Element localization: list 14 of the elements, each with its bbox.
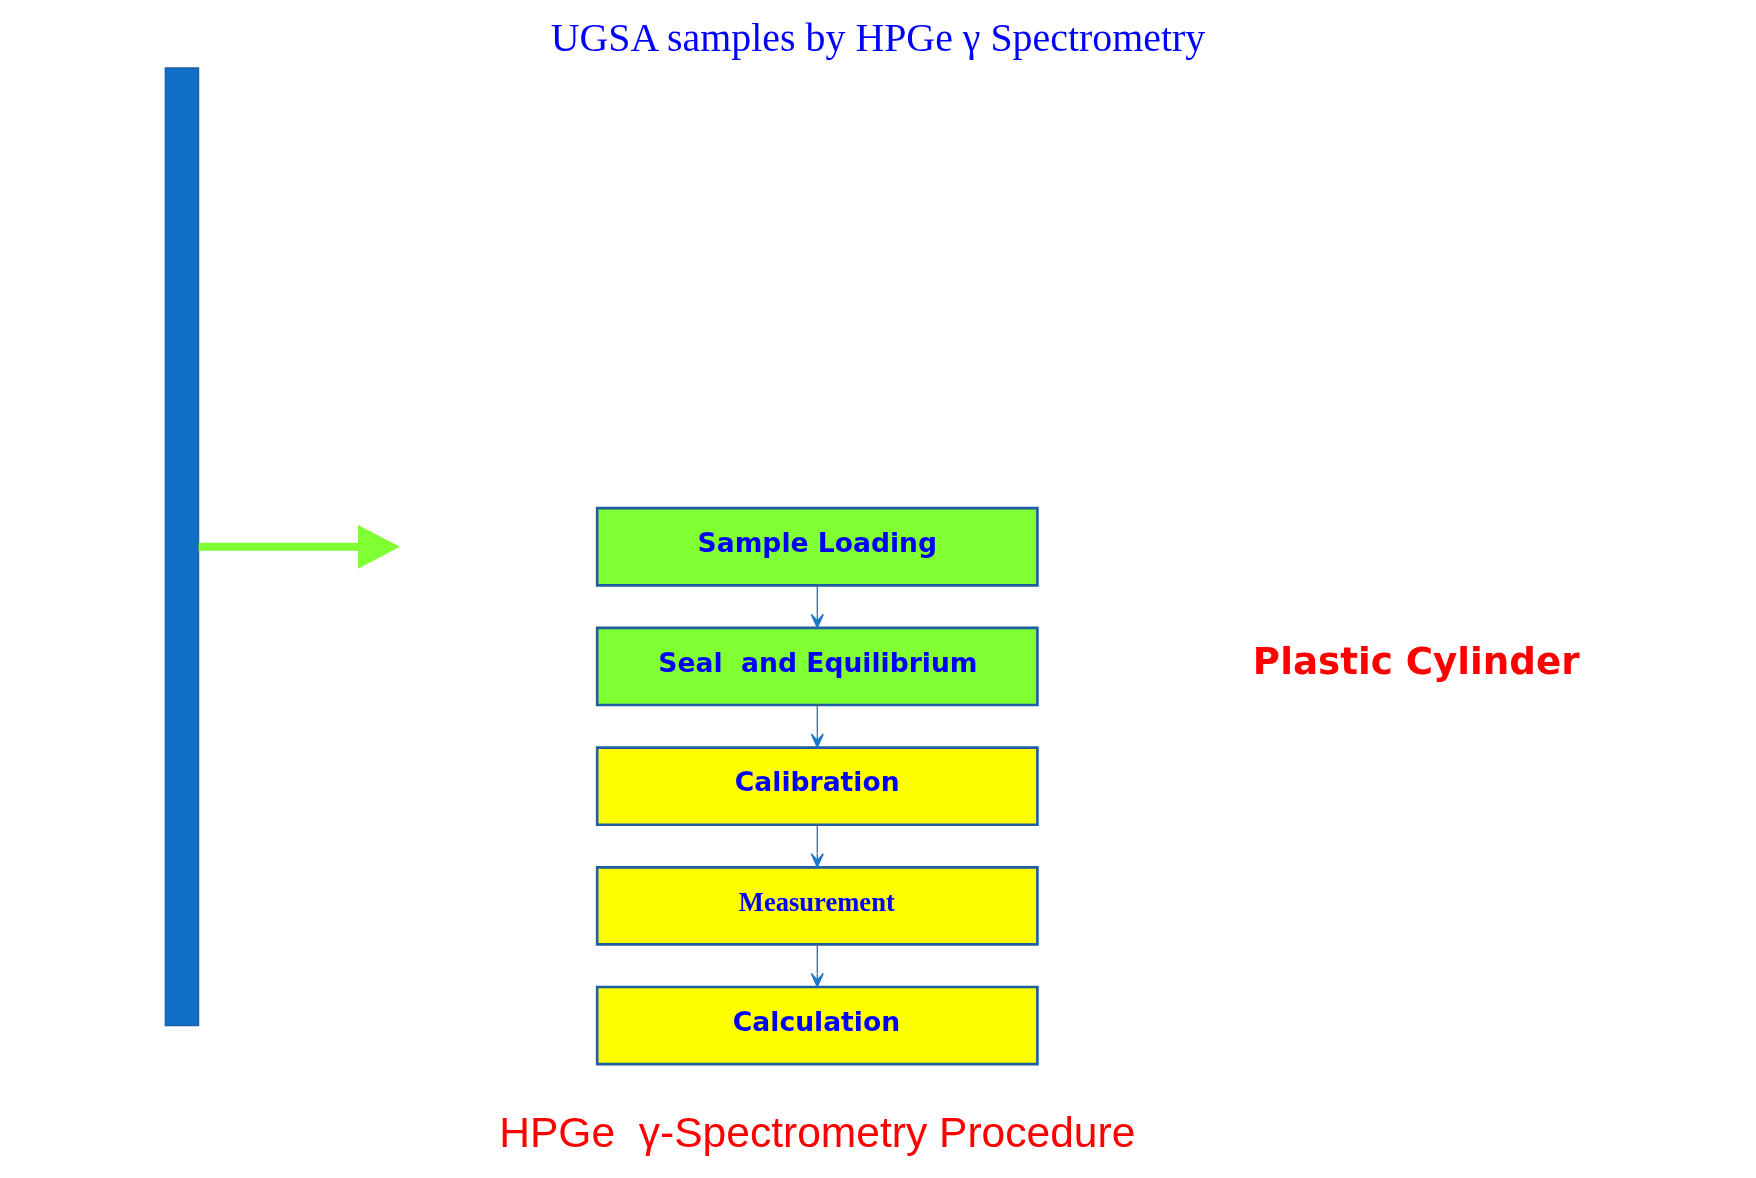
node-box: Calibration: [595, 746, 1039, 827]
node-bar: [164, 67, 200, 1027]
arrow: [198, 524, 400, 569]
node-box: Seal and Equilibrium: [595, 626, 1039, 707]
arrow: [810, 585, 824, 629]
arrow: [810, 705, 824, 749]
node-box: Calculation: [595, 985, 1039, 1066]
diagram-title: UGSA samples by HPGe γ Spectrometry: [550, 14, 1206, 60]
node-box: Measurement: [595, 865, 1039, 946]
caption: HPGe γ-Spectrometry Procedure: [499, 1107, 1136, 1156]
label: Plastic Cylinder: [1252, 639, 1580, 684]
arrow: [810, 824, 824, 868]
arrow: [810, 944, 824, 988]
node-box: Sample Loading: [595, 506, 1039, 587]
